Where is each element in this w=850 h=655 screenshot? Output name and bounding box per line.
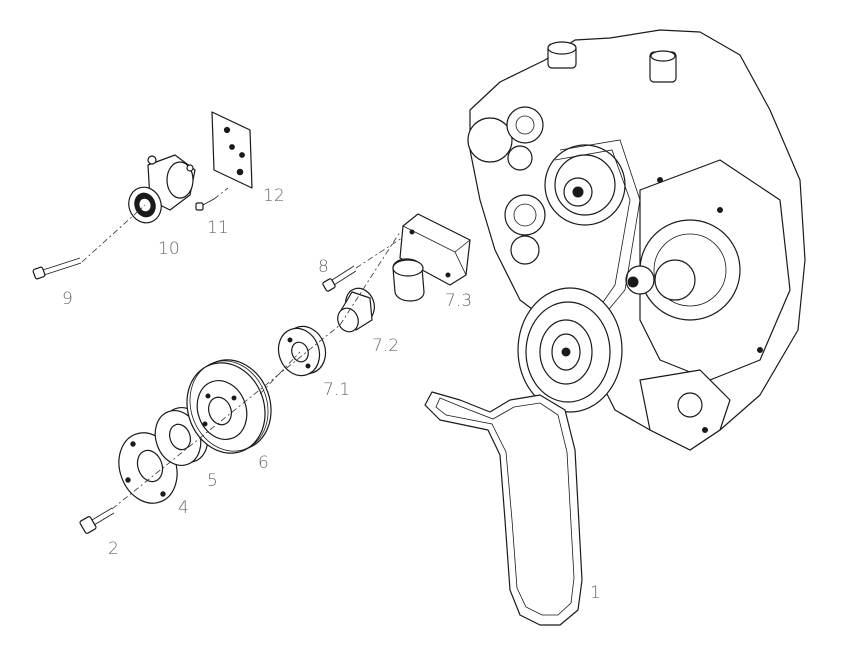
label-7-3: 7.3 <box>445 291 472 311</box>
tensioner-10 <box>128 154 196 224</box>
bolt-8 <box>322 265 357 292</box>
label-4: 4 <box>178 498 189 518</box>
center-lines <box>81 187 403 510</box>
engine-assembly <box>467 29 806 451</box>
label-10: 10 <box>158 239 180 259</box>
tensioner-plate-12 <box>211 111 253 189</box>
label-11: 11 <box>207 218 229 238</box>
label-7-2: 7.2 <box>372 336 399 356</box>
bolt-9 <box>32 257 82 280</box>
spacer-7-2 <box>337 287 375 333</box>
label-1: 1 <box>590 583 601 603</box>
label-7-1: 7.1 <box>323 380 350 400</box>
label-9: 9 <box>62 289 73 309</box>
label-5: 5 <box>207 471 218 491</box>
label-8: 8 <box>318 257 329 277</box>
bracket-housing-7-3 <box>392 213 471 302</box>
callout-labels: 1 2 4 5 6 7.1 7.2 7.3 8 9 10 11 12 <box>62 186 601 603</box>
screw-11 <box>195 198 215 211</box>
drive-belt <box>424 391 583 626</box>
bolt-2 <box>79 507 115 534</box>
label-2: 2 <box>108 539 119 559</box>
label-6: 6 <box>258 453 269 473</box>
label-12: 12 <box>263 186 285 206</box>
